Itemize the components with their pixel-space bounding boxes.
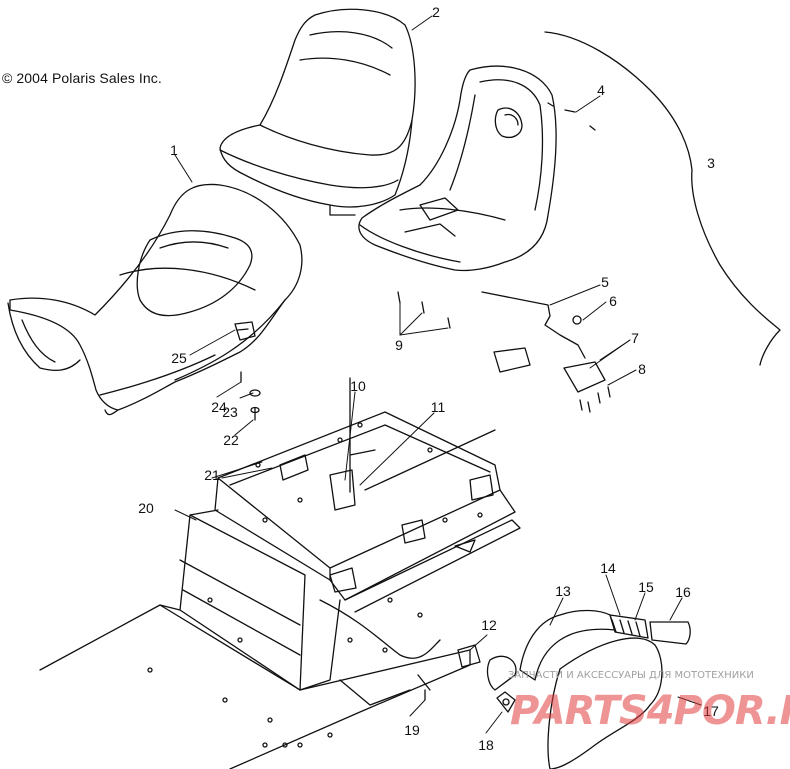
seat-2-drawing xyxy=(219,8,416,216)
callout-6: 6 xyxy=(609,293,617,309)
fasteners-22-23-24-drawing xyxy=(240,371,261,421)
callout-11: 11 xyxy=(430,399,446,415)
callout-1: 1 xyxy=(170,142,178,158)
callout-17: 17 xyxy=(703,703,719,719)
callout-16: 16 xyxy=(675,584,691,600)
leader-lines xyxy=(174,15,702,734)
callout-15: 15 xyxy=(638,579,654,595)
callout-3: 3 xyxy=(707,155,715,171)
seat-1-drawing xyxy=(7,183,303,416)
exhaust-parts-drawing xyxy=(424,609,691,769)
callout-23: 23 xyxy=(222,404,238,420)
callout-7: 7 xyxy=(631,330,639,346)
callout-5: 5 xyxy=(601,274,609,290)
callout-4: 4 xyxy=(597,82,605,98)
callout-20: 20 xyxy=(138,500,154,516)
tunnel-chassis-drawing xyxy=(39,377,521,769)
callout-25: 25 xyxy=(171,350,187,366)
callout-9: 9 xyxy=(395,337,403,353)
callout-2: 2 xyxy=(432,4,440,20)
callout-18: 18 xyxy=(478,737,494,753)
rod-and-hardware-drawing xyxy=(397,102,611,413)
callout-10: 10 xyxy=(350,378,366,394)
callout-19: 19 xyxy=(404,722,420,738)
callout-22: 22 xyxy=(223,432,239,448)
callout-13: 13 xyxy=(555,583,571,599)
watermark-brand: PARTS4POR.RU xyxy=(510,688,790,734)
callout-3-bracket xyxy=(544,31,781,366)
watermark-tagline: ЗАПЧАСТИ И АКСЕССУАРЫ ДЛЯ МОТОТЕХНИКИ xyxy=(508,670,754,681)
callout-24: 24 xyxy=(211,399,227,415)
seat-3-drawing xyxy=(358,65,557,272)
copyright-notice: © 2004 Polaris Sales Inc. xyxy=(2,70,162,86)
callout-14: 14 xyxy=(600,560,616,576)
callout-8: 8 xyxy=(638,361,646,377)
callout-21: 21 xyxy=(204,467,220,483)
callout-12: 12 xyxy=(481,617,497,633)
